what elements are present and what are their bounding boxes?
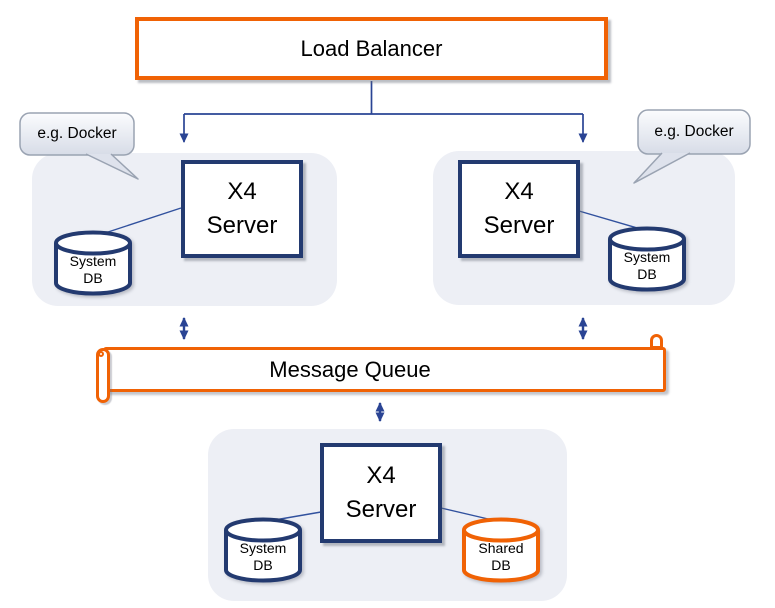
system-db-bottom-label: System DB: [239, 540, 287, 573]
message-queue-roll-curl: [98, 351, 104, 357]
message-queue-node: [103, 347, 666, 392]
link-right-server-systemdb: [578, 210, 645, 231]
callout-docker-right: e.g. Docker: [628, 106, 758, 188]
callout-docker-right-label: e.g. Docker: [654, 123, 734, 140]
x4-server-left-node: X4 Server: [181, 160, 303, 258]
x4-server-bottom-node: X4 Server: [320, 443, 442, 543]
x4-server-right-label: X4 Server: [483, 178, 555, 239]
message-queue-label: Message Queue: [269, 356, 431, 382]
x4-server-right-node: X4 Server: [458, 160, 580, 258]
link-left-server-systemdb: [104, 207, 182, 234]
database-cylinder-icon: [608, 226, 686, 292]
database-cylinder-icon: [462, 517, 540, 583]
system-db-bottom-node: System DB: [222, 517, 304, 583]
shared-db-node: Shared DB: [460, 517, 542, 583]
message-queue-scroll-roll: [96, 348, 110, 403]
callout-docker-left: e.g. Docker: [14, 110, 149, 185]
x4-server-left-label: X4 Server: [206, 178, 278, 239]
database-cylinder-icon: [224, 517, 302, 583]
callout-docker-left-label: e.g. Docker: [37, 125, 117, 142]
system-db-left-label: System DB: [69, 253, 117, 286]
database-cylinder-icon: [54, 230, 132, 296]
speech-bubble-icon: [19, 112, 139, 180]
shared-db-label: Shared DB: [478, 540, 524, 573]
system-db-right-label: System DB: [623, 249, 671, 282]
system-db-right-node: System DB: [606, 226, 688, 292]
x4-server-bottom-label: X4 Server: [345, 462, 417, 523]
speech-bubble-icon: [633, 109, 751, 184]
load-balancer-label: Load Balancer: [300, 35, 443, 61]
system-db-left-node: System DB: [52, 230, 134, 296]
load-balancer-node: Load Balancer: [135, 17, 608, 80]
